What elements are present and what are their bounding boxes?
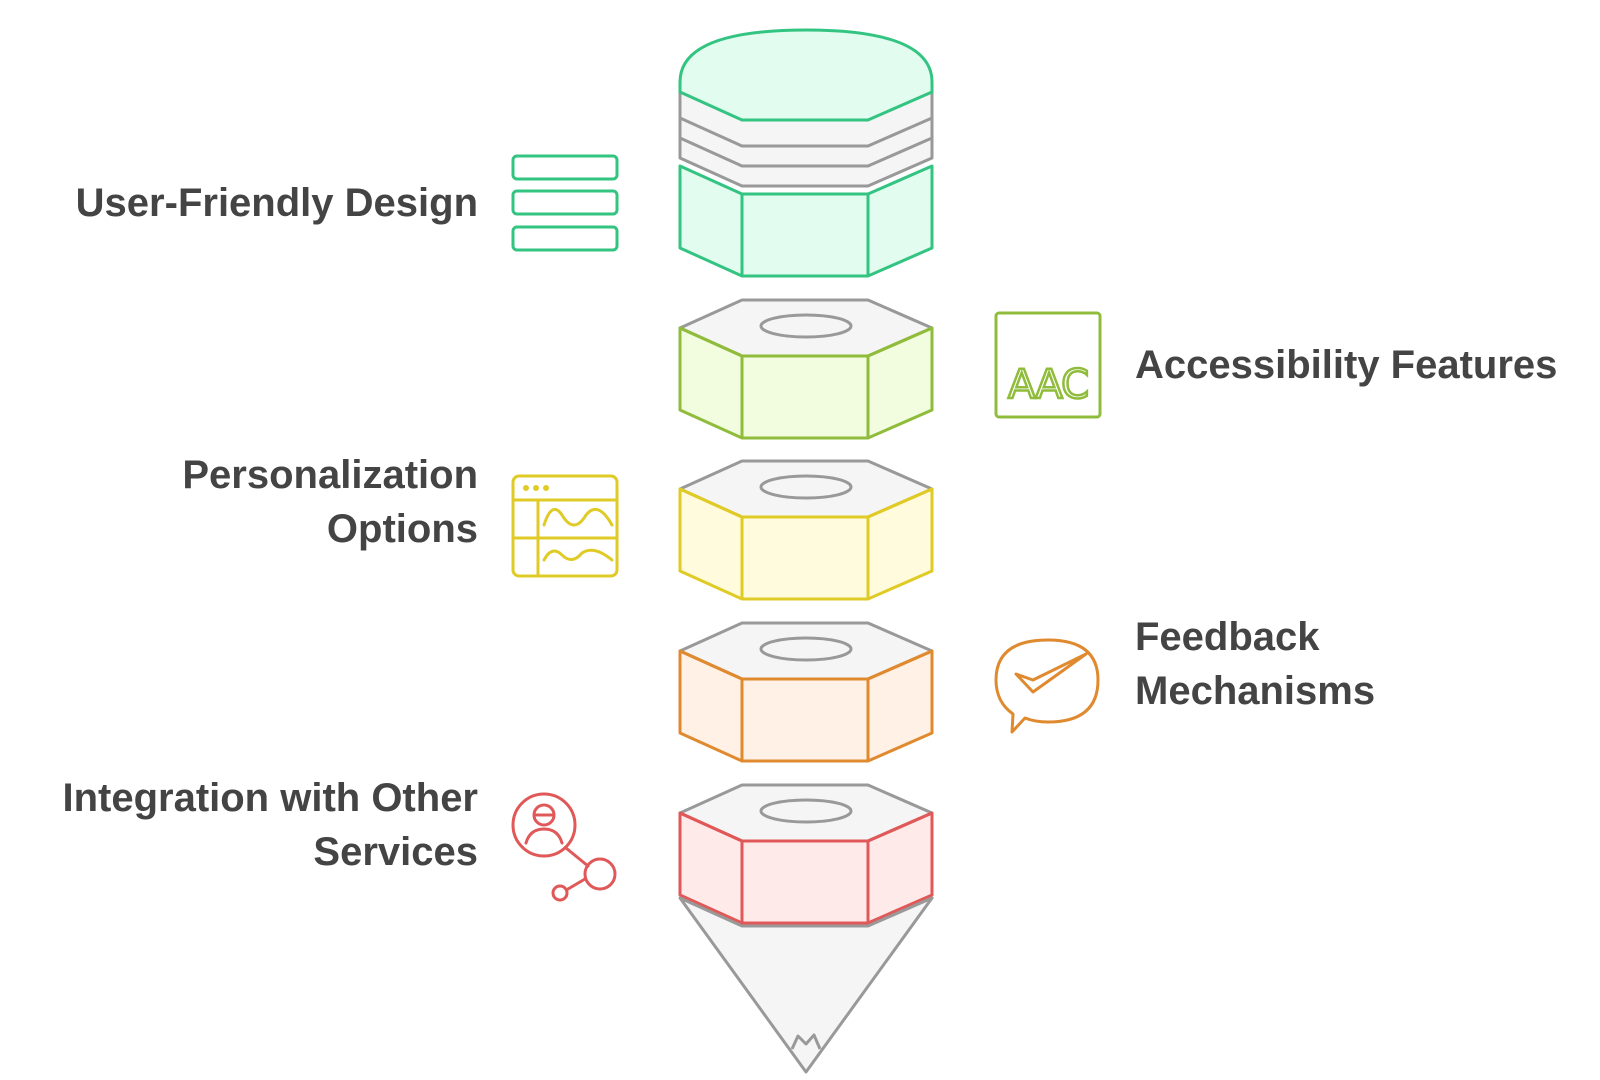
nut-edges [679,487,933,599]
label-line: Options [326,507,478,551]
segment-cap [678,28,934,278]
nut-edges [679,649,933,761]
cap-dome [678,28,934,122]
segment-feedback [678,621,934,763]
chat-check-icon [994,638,1100,734]
nut-hole [759,636,853,662]
list-icon [511,154,619,252]
user-network-icon [511,792,617,902]
nut-edges [679,811,933,923]
label-line: Feedback [1135,615,1320,659]
nut-hole [759,313,853,339]
label-accessibility-features: Accessibility Features [1135,338,1557,392]
label-line: Services [313,830,478,874]
label-line: Integration with Other [62,776,478,820]
window-chart-icon [511,474,619,578]
nut-edges [679,326,933,438]
aac-icon: AAC [994,311,1102,419]
label-line: Personalization [182,453,478,497]
label-line: Mechanisms [1135,669,1376,713]
label-line: Accessibility Features [1135,343,1558,387]
nut-hole [759,474,853,500]
segment-accessibility [678,298,934,440]
label-user-friendly-design: User-Friendly Design [76,176,478,230]
segment-integration [678,783,934,925]
segment-personalization [678,459,934,601]
nut-hole [759,798,853,824]
label-line: User-Friendly Design [75,181,478,225]
aac-icon-text: AAC [1008,362,1088,408]
pencil-tip [678,896,934,1074]
